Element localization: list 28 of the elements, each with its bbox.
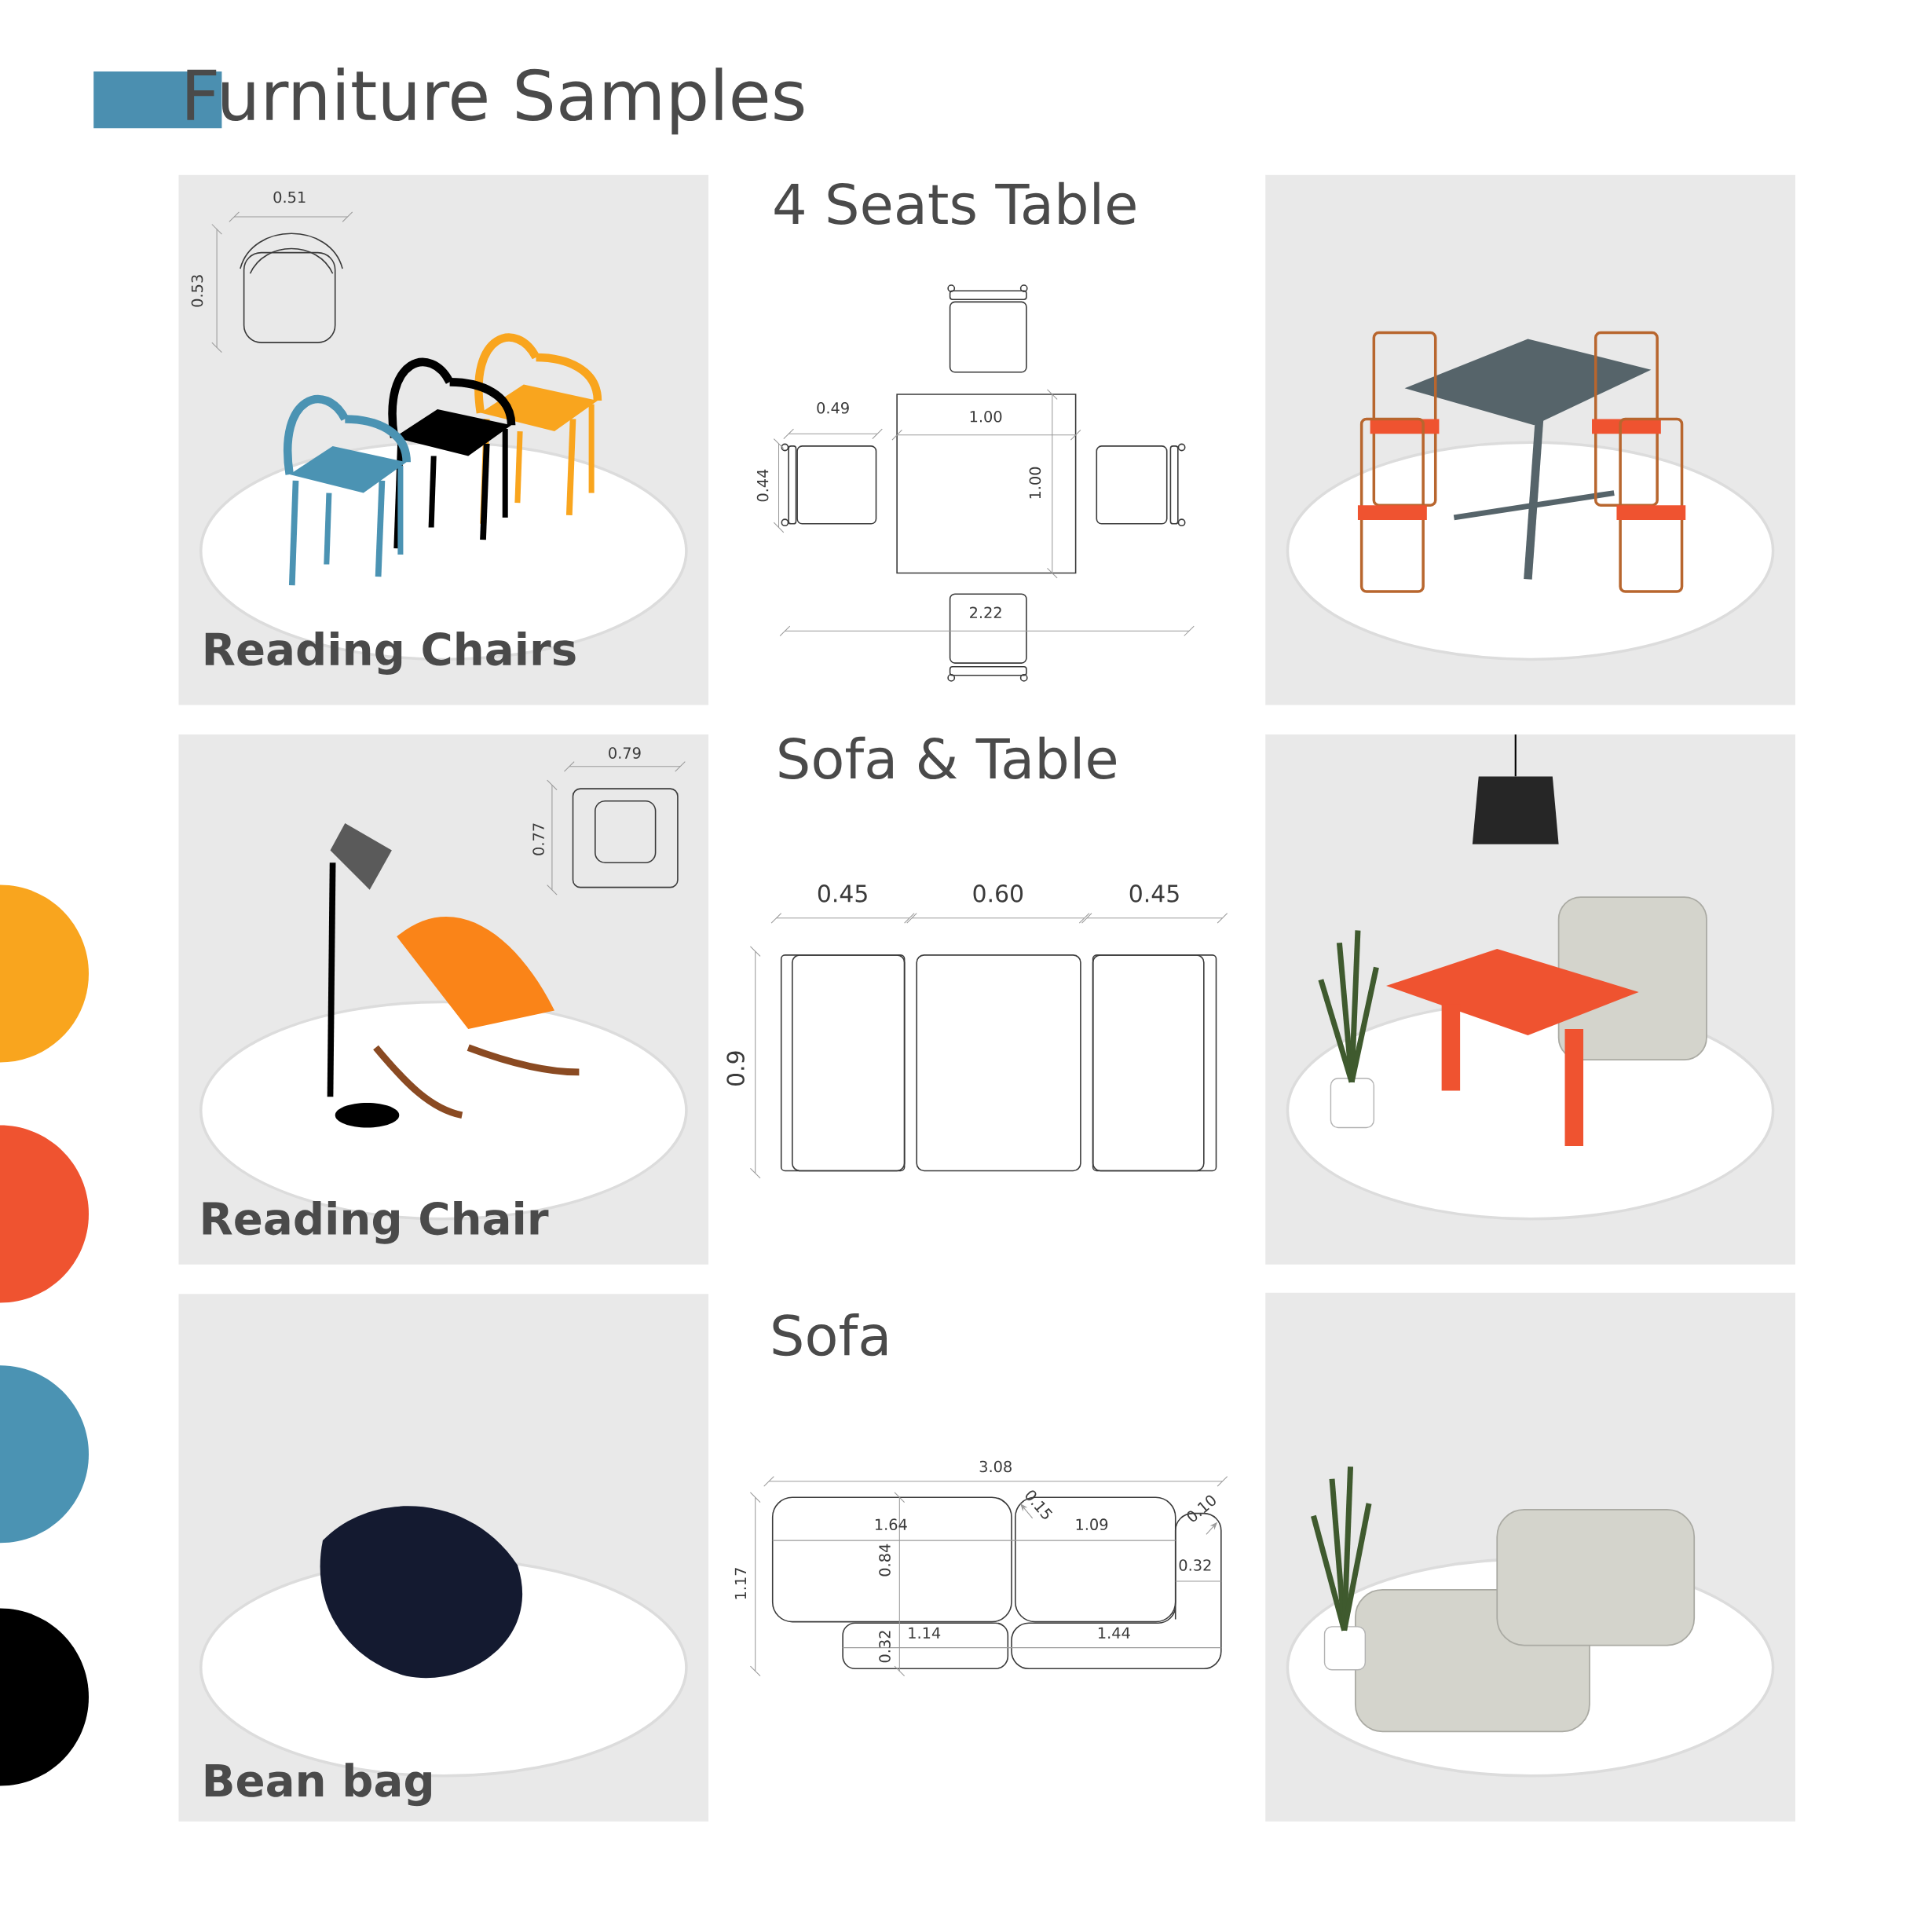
section-heading: 4 Seats Table <box>774 181 1136 225</box>
dimension-label: 1.17 <box>734 1568 746 1599</box>
section-heading: Sofa <box>773 1313 887 1357</box>
dimension-label: 1.64 <box>875 1518 907 1531</box>
dimension-label: 0.79 <box>609 747 641 760</box>
dimension-label: 0.32 <box>879 1631 891 1663</box>
dimension-label: 3.08 <box>979 1460 1012 1473</box>
dimension-label: 0.77 <box>532 823 544 855</box>
dimension-label: 2.22 <box>970 606 1001 619</box>
panel-label: Bean bag <box>205 1763 431 1807</box>
dimension-label: 0.9 <box>726 1051 745 1086</box>
dimension-label: 1.14 <box>909 1627 941 1639</box>
dimension-label: 0.51 <box>273 191 306 203</box>
dimension-label: 0.84 <box>879 1544 891 1577</box>
dimension-label: 0.32 <box>1179 1559 1211 1572</box>
dimension-label: 1.44 <box>1098 1627 1130 1639</box>
dimension-label: 1.00 <box>1029 467 1041 499</box>
dimension-label: 0.44 <box>756 469 769 502</box>
dimension-label: 1.09 <box>1076 1518 1108 1531</box>
dimension-label: 0.45 <box>818 884 867 903</box>
dimension-label: 0.53 <box>191 275 203 307</box>
panel-label: Reading Chair <box>203 1201 549 1244</box>
section-heading: Sofa & Table <box>779 736 1116 780</box>
dimension-label: 0.49 <box>817 402 849 414</box>
panel-label: Reading Chairs <box>205 632 576 676</box>
dimension-label: 0.60 <box>973 884 1023 903</box>
dimension-label: 0.45 <box>1129 884 1179 903</box>
dimension-label: 1.00 <box>970 411 1002 423</box>
